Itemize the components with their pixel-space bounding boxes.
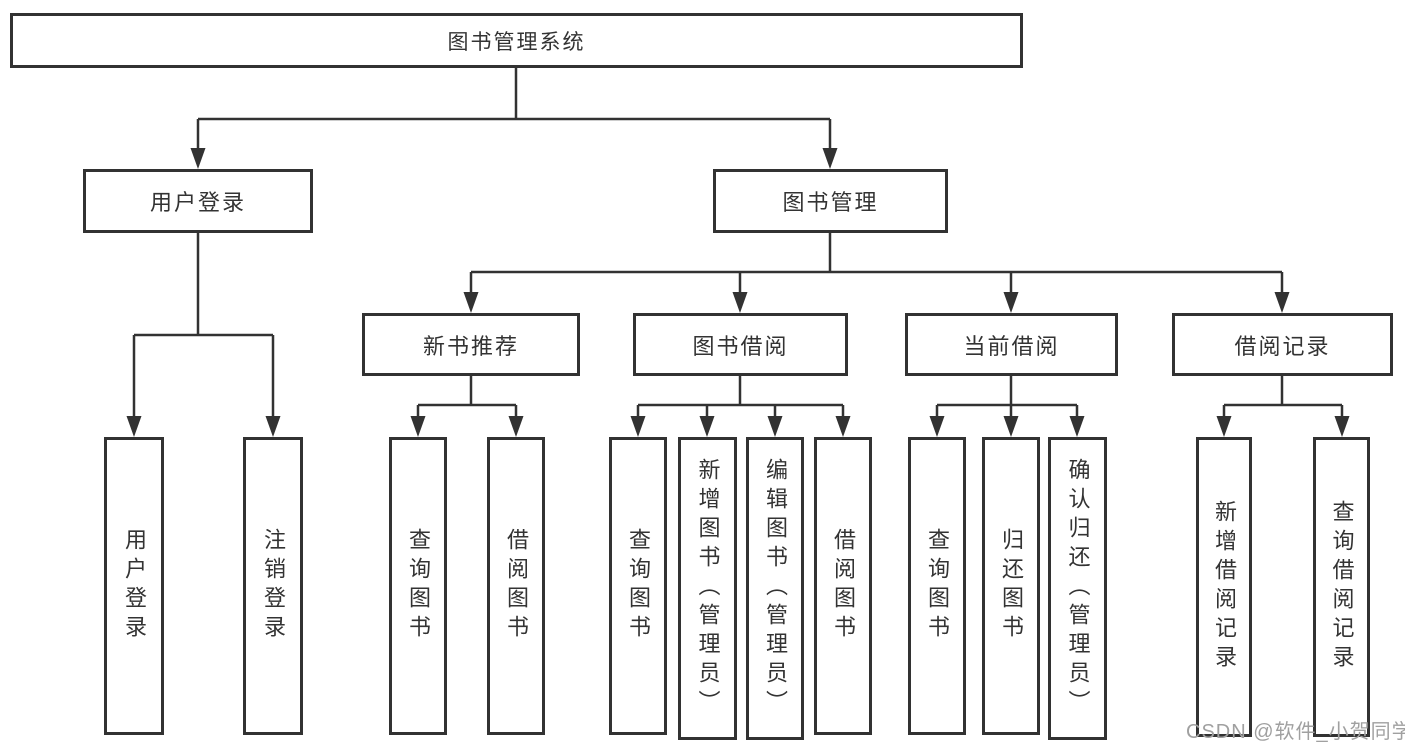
leaf-query-borrow-record: 查询借阅记录	[1313, 437, 1370, 737]
leaf-user-login: 用户登录	[104, 437, 164, 735]
leaf-label: 查询图书	[406, 528, 431, 644]
node-new-book-recommend: 新书推荐	[362, 313, 580, 376]
leaf-add-books-admin: 新增图书（管理员）	[678, 437, 737, 740]
node-user-login-module: 用户登录	[83, 169, 313, 233]
leaf-borrow-books-recommend: 借阅图书	[487, 437, 545, 735]
leaf-label: 借阅图书	[831, 528, 856, 644]
leaf-return-books: 归还图书	[982, 437, 1040, 735]
leaf-confirm-return-admin: 确认归还（管理员）	[1048, 437, 1107, 740]
leaf-label: 查询图书	[626, 528, 651, 644]
node-book-management-module: 图书管理	[713, 169, 948, 233]
leaf-label: 查询借阅记录	[1329, 500, 1355, 674]
leaf-add-borrow-record: 新增借阅记录	[1196, 437, 1252, 737]
leaf-label: 新增借阅记录	[1212, 500, 1237, 674]
csdn-watermark: CSDN @软件_小贺同学	[1186, 721, 1405, 743]
leaf-query-books-current: 查询图书	[908, 437, 966, 735]
node-current-borrow: 当前借阅	[905, 313, 1118, 376]
leaf-query-books-recommend: 查询图书	[389, 437, 447, 735]
leaf-query-books-borrow: 查询图书	[609, 437, 667, 735]
leaf-label: 注销登录	[261, 528, 286, 644]
arrowheads	[126, 148, 1350, 437]
leaf-label: 借阅图书	[504, 528, 529, 644]
leaf-label: 归还图书	[999, 528, 1024, 644]
leaf-borrow-books: 借阅图书	[814, 437, 872, 735]
node-borrow-records: 借阅记录	[1172, 313, 1393, 376]
node-root-system: 图书管理系统	[10, 13, 1023, 68]
node-book-borrow: 图书借阅	[633, 313, 848, 376]
leaf-label: 用户登录	[122, 528, 147, 644]
leaf-label: 新增图书（管理员）	[695, 458, 721, 719]
leaf-label: 确认归还（管理员）	[1065, 458, 1091, 719]
leaf-label: 查询图书	[925, 528, 950, 644]
leaf-logout: 注销登录	[243, 437, 303, 735]
leaf-edit-books-admin: 编辑图书（管理员）	[746, 437, 804, 740]
leaf-label: 编辑图书（管理员）	[763, 458, 788, 719]
